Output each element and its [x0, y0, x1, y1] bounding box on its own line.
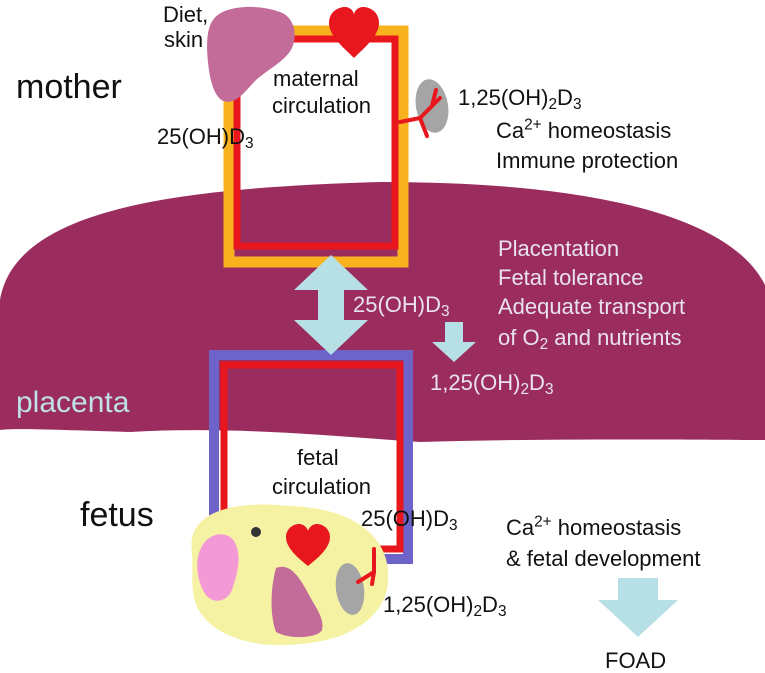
fetal-liver [271, 566, 323, 638]
calcidiol-text: 25(OH)D [353, 292, 442, 317]
maternal-vessel-loop [233, 35, 399, 250]
ca-superscript: 2+ [534, 513, 552, 531]
fetal-kidney-vessel [356, 547, 376, 586]
calcidiol-text: 25(OH)D [361, 506, 450, 531]
calcitriol-subscript-2: 2 [473, 602, 483, 620]
homeostasis-text: homeostasis [541, 118, 672, 143]
transfer-double-arrow [294, 255, 368, 355]
fetal-calcidiol-label: 25(OH)D3 [361, 506, 458, 534]
maternal-circulation-label-line2: circulation [272, 93, 372, 118]
maternal-liver [207, 6, 295, 102]
diet-skin-label-line2: skin [164, 27, 204, 52]
calcidiol-subscript: 3 [441, 302, 450, 320]
diet-skin-label-line1: Diet, [163, 2, 209, 27]
ca-superscript: 2+ [524, 116, 542, 134]
calcitriol-subscript-3: 3 [544, 380, 554, 398]
placenta-shape [0, 182, 765, 442]
maternal-calcitriol-label: 1,25(OH)2D3 [458, 85, 582, 113]
placental-effect-placentation: Placentation [498, 236, 620, 261]
maternal-calcidiol-label: 25(OH)D3 [157, 124, 254, 152]
placental-calcidiol-label: 25(OH)D3 [353, 292, 450, 320]
placental-effect-transport: Adequate transport [498, 294, 686, 319]
placental-effect-tolerance: Fetal tolerance [498, 265, 644, 290]
maternal-immune-protection: Immune protection [496, 148, 679, 173]
fetal-organ-pink [197, 534, 239, 601]
calcitriol-d: D [557, 85, 573, 110]
mother-label: mother [16, 68, 122, 106]
calcidiol-text: 25(OH)D [157, 124, 246, 149]
calcitriol-subscript-2: 2 [520, 380, 530, 398]
fetal-circulation-label-line2: circulation [272, 474, 372, 499]
maternal-ca-homeostasis: Ca2+ homeostasis [496, 116, 672, 143]
fetal-kidney [335, 563, 365, 615]
fetal-development: & fetal development [506, 546, 701, 571]
calcitriol-d: D [529, 370, 545, 395]
homeostasis-text: homeostasis [551, 515, 682, 540]
placenta-label: placenta [16, 386, 130, 419]
placental-conversion-arrow [432, 322, 476, 362]
o2-subscript: 2 [539, 335, 549, 353]
calcitriol-subscript-3: 3 [497, 602, 507, 620]
fetal-dot [251, 527, 261, 537]
maternal-circulation-label-line1: maternal [273, 66, 359, 91]
foad-arrow [598, 578, 678, 637]
maternal-kidney-vessel [398, 88, 442, 138]
ca-text: Ca [496, 118, 525, 143]
fetal-circulation-label-line1: fetal [297, 445, 339, 470]
fetal-calcitriol-label: 1,25(OH)2D3 [383, 592, 507, 620]
fetal-heart [286, 524, 330, 566]
fetus-label: fetus [80, 496, 154, 534]
calcitriol-subscript-2: 2 [548, 95, 558, 113]
calcitriol-text: 1,25(OH) [458, 85, 549, 110]
o2-text: of O [498, 325, 540, 350]
calcitriol-text: 1,25(OH) [383, 592, 474, 617]
foad-label: FOAD [605, 648, 667, 673]
maternal-circulation-border [223, 25, 409, 268]
placental-calcitriol-label: 1,25(OH)2D3 [430, 370, 554, 398]
calcitriol-d: D [482, 592, 498, 617]
maternal-heart [329, 7, 379, 58]
fetal-ca-homeostasis: Ca2+ homeostasis [506, 513, 682, 540]
nutrients-text: and nutrients [548, 325, 682, 350]
placental-effect-nutrients: of O2 and nutrients [498, 325, 682, 353]
ca-text: Ca [506, 515, 535, 540]
calcitriol-subscript-3: 3 [572, 95, 582, 113]
calcidiol-subscript: 3 [449, 516, 458, 534]
calcitriol-text: 1,25(OH) [430, 370, 521, 395]
calcidiol-subscript: 3 [245, 134, 254, 152]
